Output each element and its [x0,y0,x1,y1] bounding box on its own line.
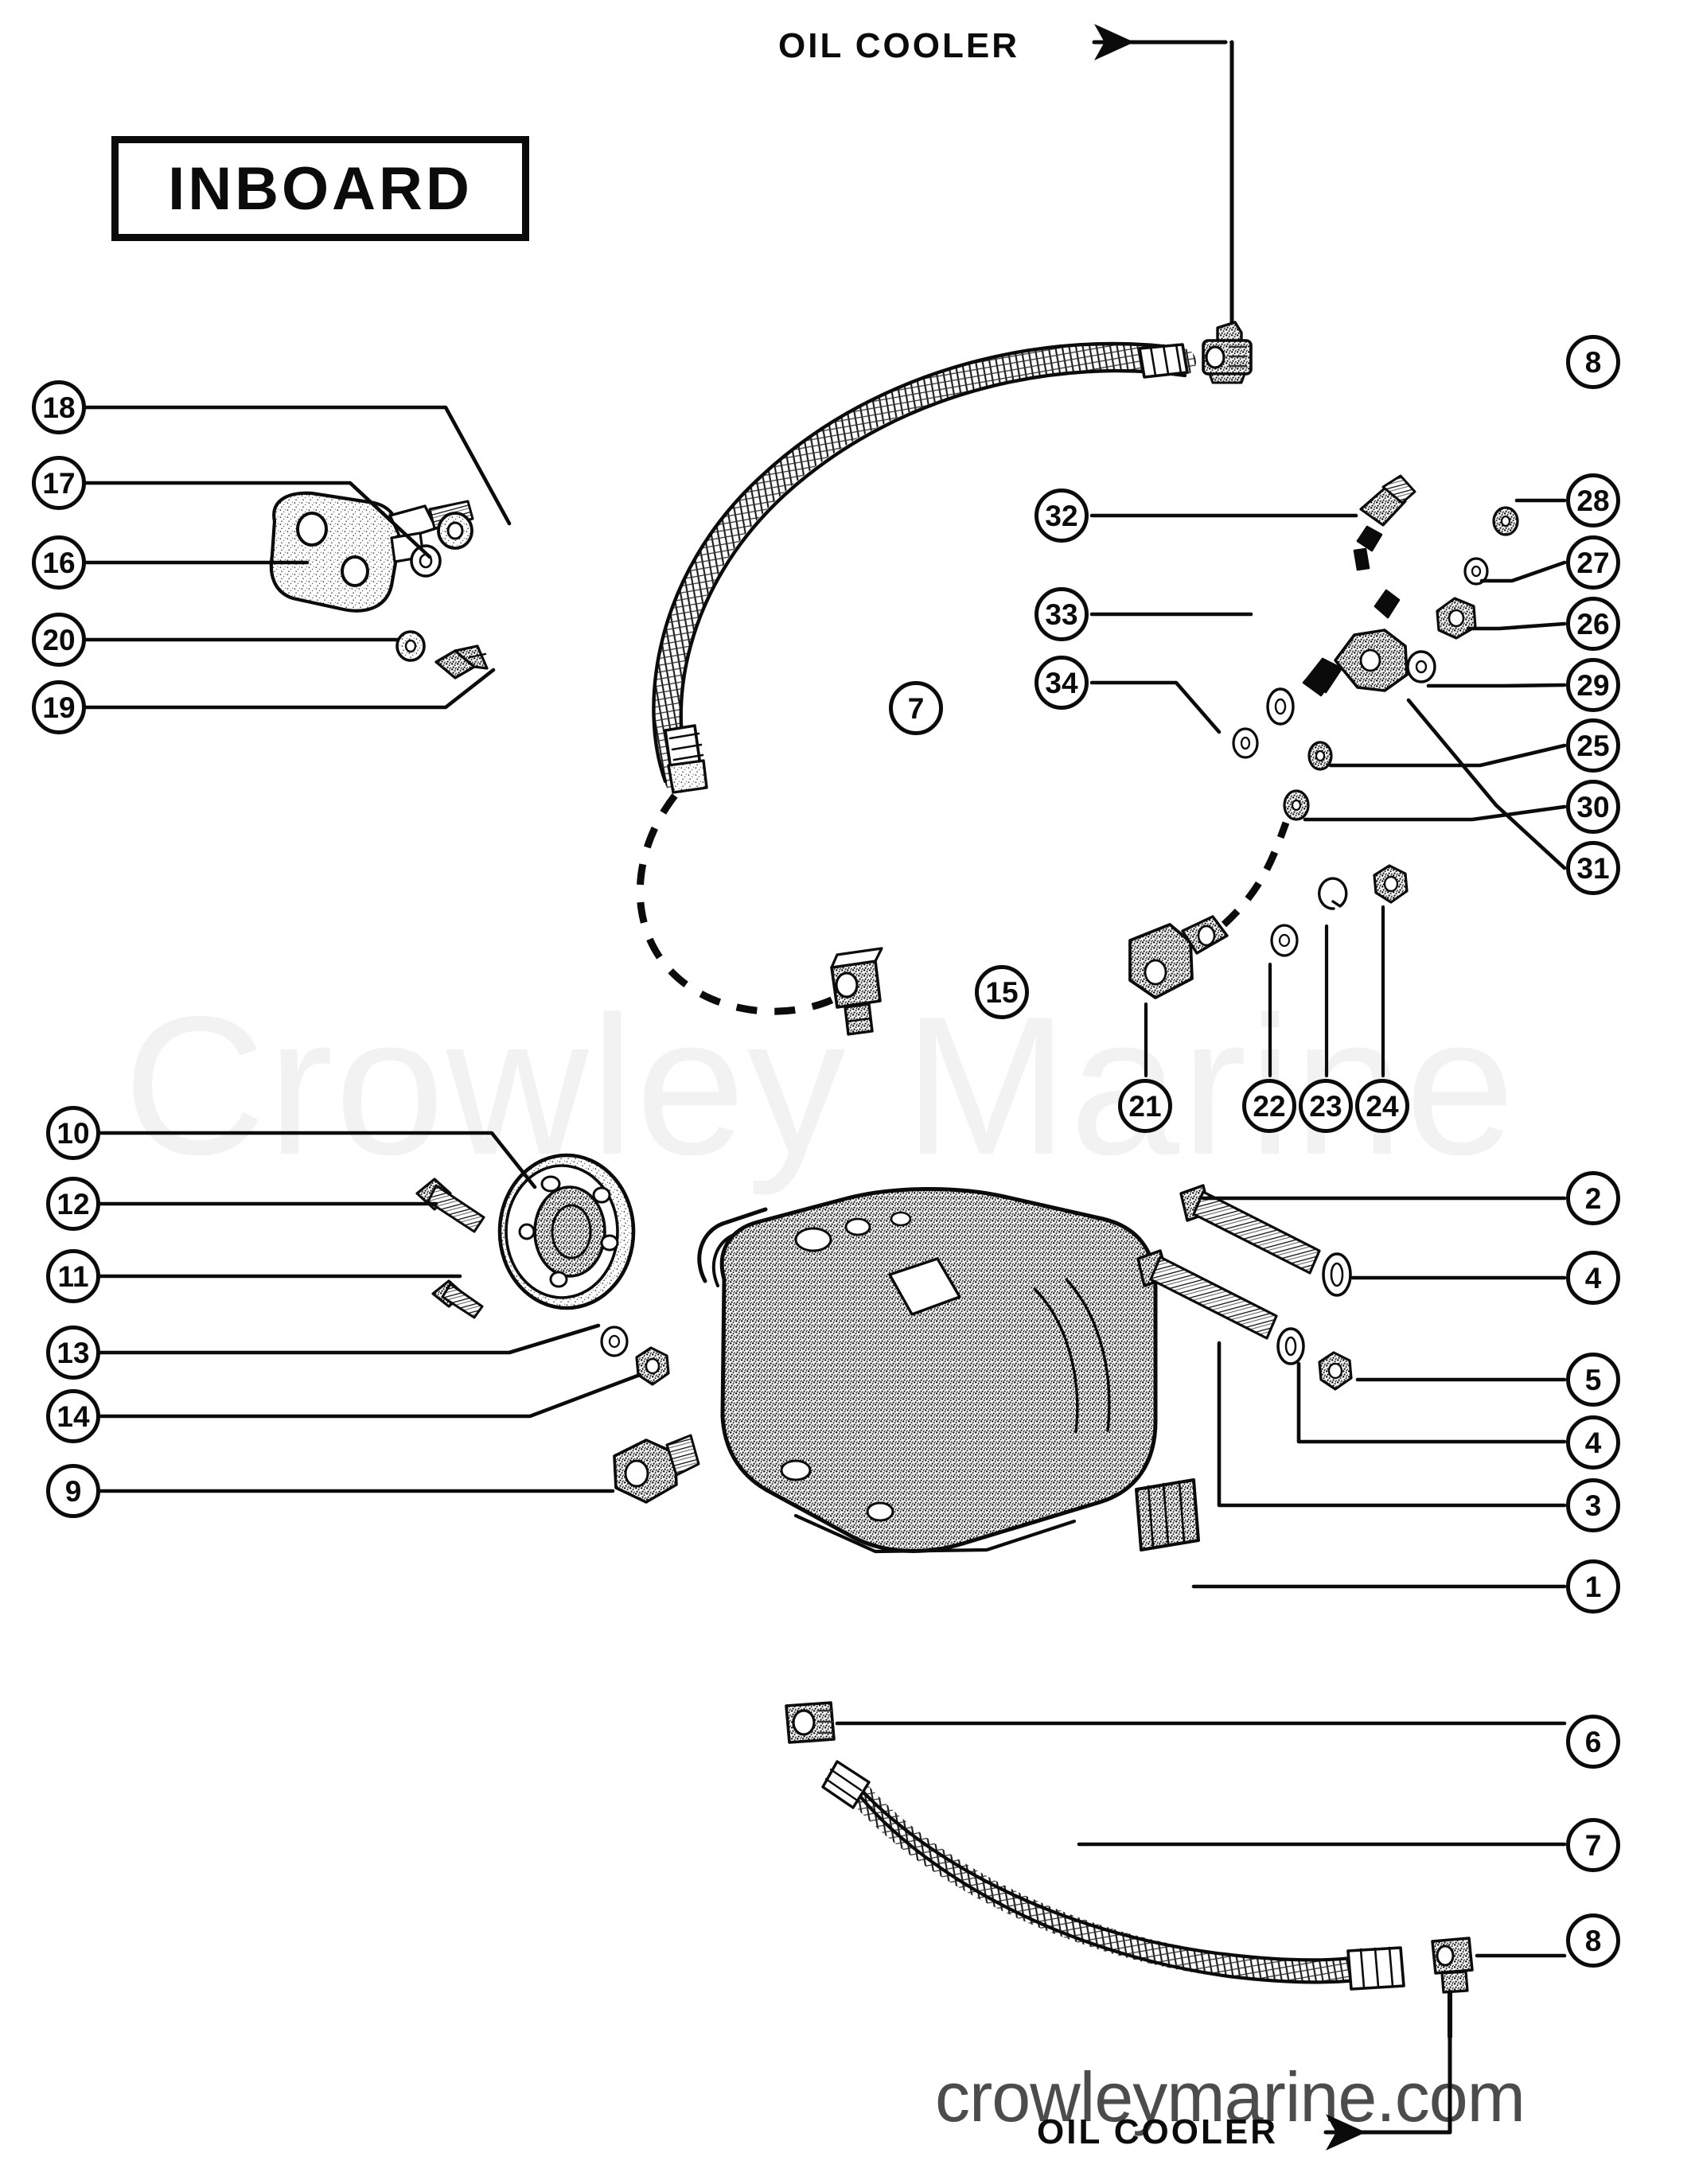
callout-13[interactable]: 13 [46,1326,100,1380]
part-8-top-fitting [1202,321,1253,384]
leader-lines-left-upper [84,405,512,710]
callout-10[interactable]: 10 [46,1106,100,1160]
callout-31[interactable]: 31 [1566,841,1620,895]
callout-25[interactable]: 25 [1566,718,1620,773]
leader-lines-21-24 [1144,905,1385,1078]
inboard-badge: INBOARD [111,136,529,241]
callout-5[interactable]: 5 [1566,1353,1620,1407]
part-6-elbow-fitting [785,1701,836,1744]
part-25-washer [1307,741,1333,771]
part-33-washer [1266,687,1295,726]
callout-23[interactable]: 23 [1299,1079,1353,1133]
part-28-washer [1492,506,1519,536]
leader-lines-cluster-left [1089,513,1358,734]
leader-lines-left-lower [98,1131,642,1493]
callout-4-upper[interactable]: 4 [1566,1251,1620,1305]
callout-15[interactable]: 15 [975,965,1029,1019]
part-3-bolt [1136,1249,1278,1340]
part-10-coupling-flange [497,1153,636,1310]
leader-lines-cluster-right [1303,498,1567,870]
part-14-nut [635,1346,670,1386]
oil-cooler-label-top: OIL COOLER [778,26,1019,65]
oil-cooler-top-pointer [1092,24,1234,333]
routing-dashed-lower [1221,821,1290,928]
part-9-fitting [613,1434,700,1504]
callout-11[interactable]: 11 [46,1249,100,1303]
callout-1[interactable]: 1 [1566,1559,1620,1614]
part-17-washer [410,544,442,578]
callout-21[interactable]: 21 [1118,1079,1172,1133]
part-22-washer [1270,924,1299,957]
part-4b-washer [1276,1327,1305,1365]
callout-16[interactable]: 16 [32,535,86,590]
callout-8-bottom[interactable]: 8 [1566,1913,1620,1968]
callout-8-top[interactable]: 8 [1566,335,1620,389]
part-29-washer [1406,650,1436,683]
inboard-badge-label: INBOARD [168,154,473,223]
callout-28[interactable]: 28 [1566,473,1620,528]
part-5-nut [1318,1351,1353,1391]
callout-7-bottom[interactable]: 7 [1566,1818,1620,1872]
oil-cooler-label-bottom: OIL COOLER [1037,2112,1278,2151]
part-2-bolt [1179,1184,1321,1275]
part-19-bolt [434,644,489,679]
oil-cooler-bottom-pointer [1323,2034,1452,2151]
part-7-lower-hose [821,1760,1405,1991]
callout-9[interactable]: 9 [46,1464,100,1518]
part-clip-b [1302,667,1335,697]
part-20-washer [396,630,426,662]
callout-6[interactable]: 6 [1566,1715,1620,1769]
part-11-bolt [431,1279,484,1319]
callout-34[interactable]: 34 [1035,656,1089,710]
callout-4-lower[interactable]: 4 [1566,1415,1620,1470]
callout-17[interactable]: 17 [32,456,86,510]
part-7-upper-hose [652,341,1196,794]
callout-26[interactable]: 26 [1566,597,1620,651]
callout-20[interactable]: 20 [32,613,86,667]
callout-7-middle[interactable]: 7 [889,681,943,735]
callout-19[interactable]: 19 [32,680,86,734]
part-16-bracket [269,491,474,613]
part-8-bottom-fitting [1431,1937,1474,2039]
callout-2[interactable]: 2 [1566,1171,1620,1225]
callout-29[interactable]: 29 [1566,658,1620,712]
callout-14[interactable]: 14 [46,1389,100,1443]
part-21-fitting [1128,915,1229,999]
watermark-crowleymarine-domain: crowleymarine.com [935,2057,1526,2136]
routing-dashed-upper [636,793,844,1015]
callout-30[interactable]: 30 [1566,780,1620,834]
callout-27[interactable]: 27 [1566,535,1620,590]
part-24-nut [1373,864,1409,904]
leader-lines-right-lower [835,1196,1567,1958]
part-1-transmission-housing [697,1186,1200,1554]
callout-22[interactable]: 22 [1242,1079,1296,1133]
part-18-washer [437,512,473,550]
part-bracket-clip-a [1353,525,1383,571]
part-32-bolt [1359,474,1416,527]
callout-18[interactable]: 18 [32,380,86,434]
part-34-washer [1232,727,1259,759]
callout-24[interactable]: 24 [1355,1079,1409,1133]
part-23-lockwasher [1318,877,1348,910]
callout-32[interactable]: 32 [1035,489,1089,543]
part-26-nut [1436,597,1477,640]
callout-33[interactable]: 33 [1035,587,1089,641]
part-4a-washer [1322,1252,1352,1297]
part-15-elbow-fitting [830,947,883,1036]
callout-3[interactable]: 3 [1566,1478,1620,1532]
part-13-washer [600,1326,629,1357]
part-30-washer [1283,789,1310,821]
callout-12[interactable]: 12 [46,1177,100,1231]
part-27-washer [1463,557,1489,586]
